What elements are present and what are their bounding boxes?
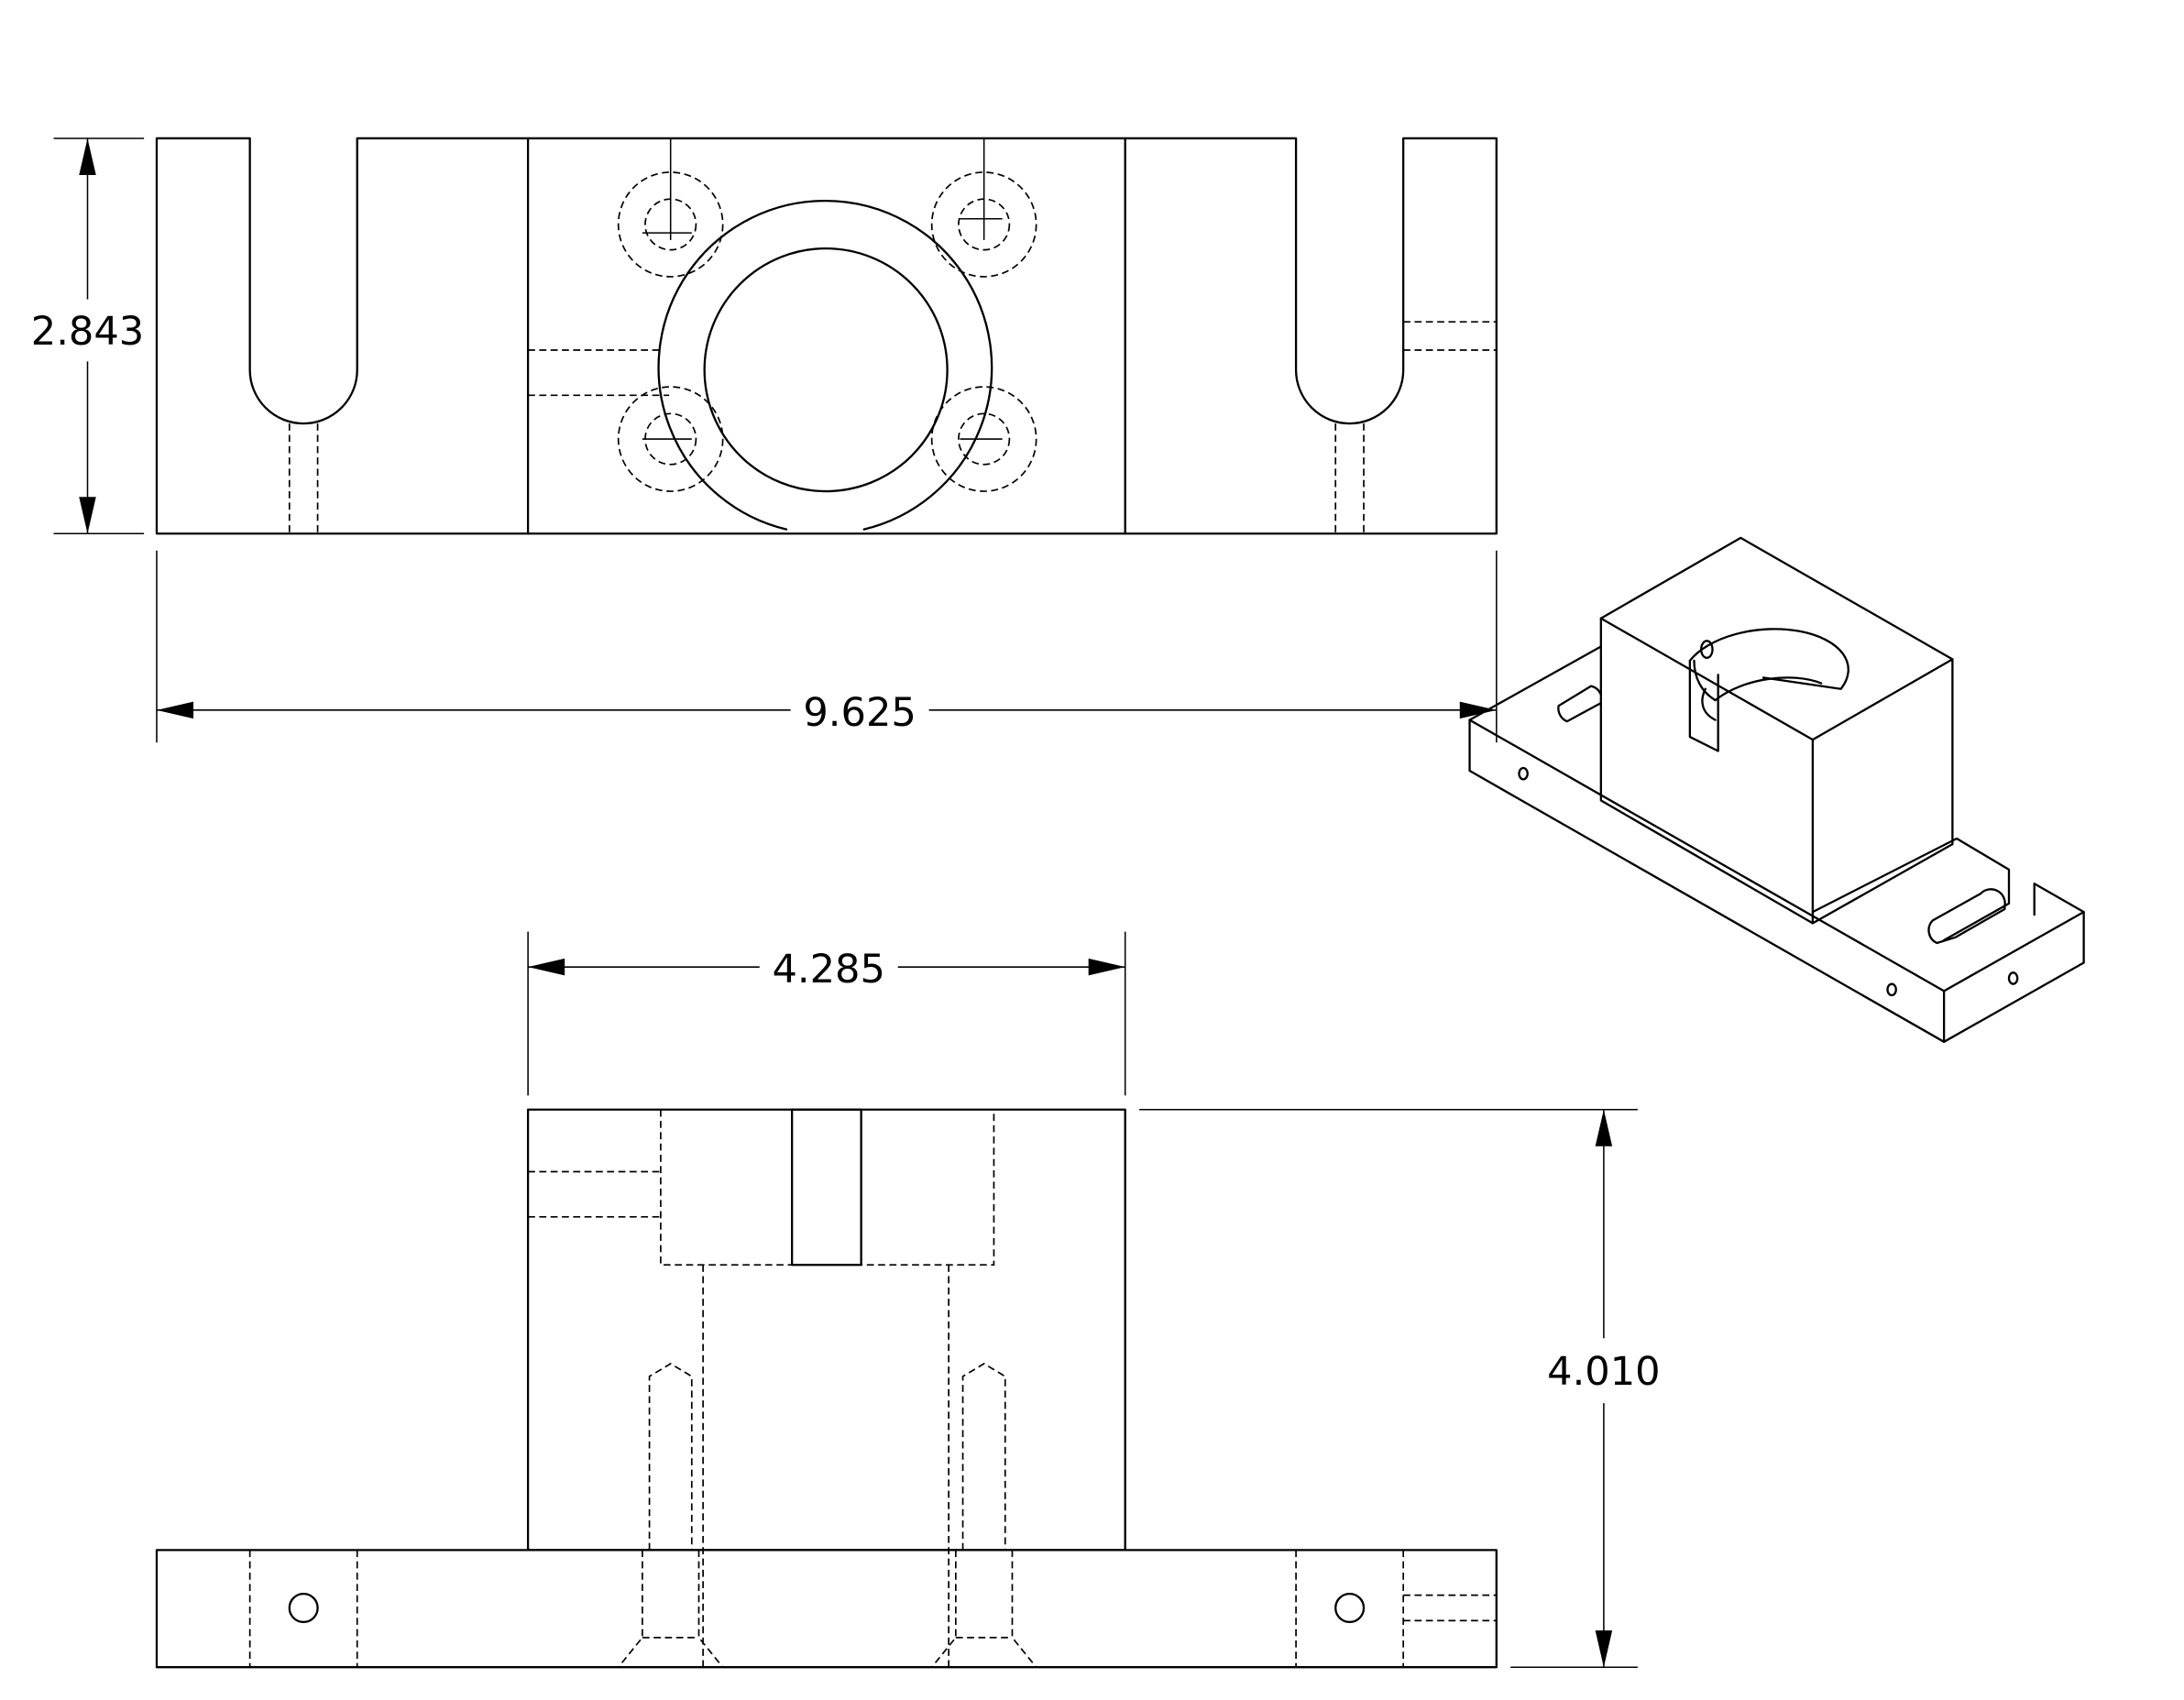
front-view <box>155 1108 1498 1669</box>
arrow-left-icon <box>156 701 194 719</box>
arrow-right-icon <box>1459 701 1497 719</box>
dim-label-block-width: 4.285 <box>772 947 884 993</box>
dimension-height-top: 2.843 <box>31 137 144 535</box>
dimension-overall-width: 9.625 <box>156 550 1498 743</box>
arrow-down-icon <box>79 497 96 534</box>
isometric-view <box>1468 536 2085 1043</box>
arrow-up-icon <box>1595 1109 1613 1146</box>
dim-label-overall-height: 4.010 <box>1547 1349 1660 1395</box>
dim-label-height-top: 2.843 <box>31 309 144 355</box>
arrow-right-icon <box>1088 958 1125 976</box>
dim-label-overall-width: 9.625 <box>803 690 916 736</box>
dimension-block-width: 4.285 <box>527 931 1126 1096</box>
top-view <box>155 137 1498 535</box>
arrow-left-icon <box>528 958 565 976</box>
arrow-down-icon <box>1595 1630 1613 1668</box>
arrow-up-icon <box>79 137 96 176</box>
dimension-overall-height: 4.010 <box>1139 1108 1661 1668</box>
